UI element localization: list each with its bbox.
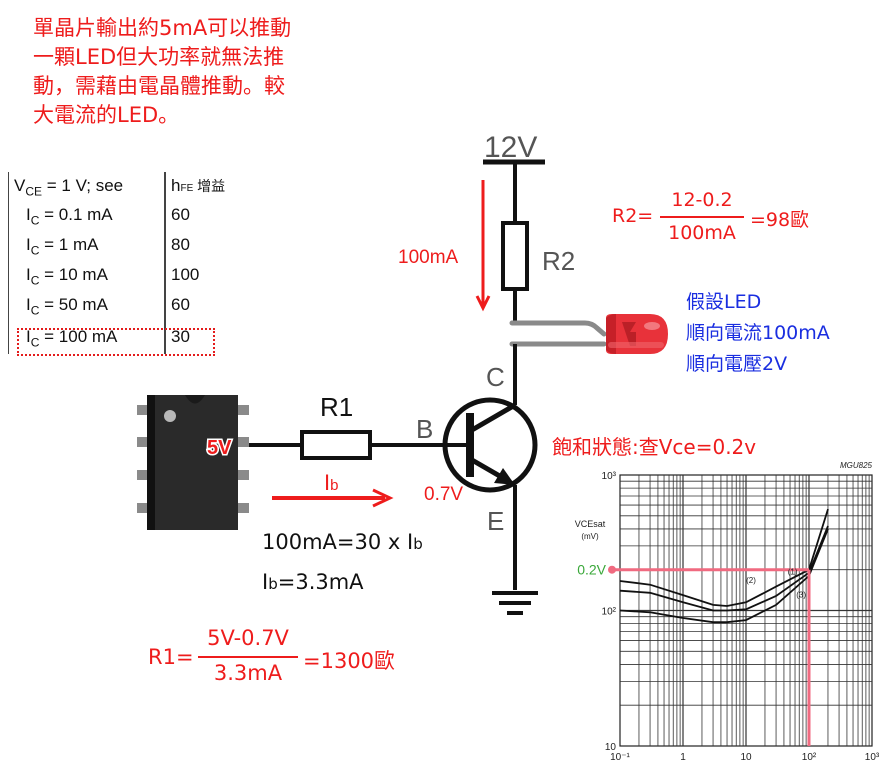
r1-denominator: 3.3mA: [213, 661, 283, 685]
led-icon: [606, 314, 668, 354]
mcu-output-label: 5V: [207, 437, 232, 459]
fraction-bar: [660, 216, 744, 218]
intro-text: 單晶片輸出約5mA可以推動 一顆LED但大功率就無法推 動，需藉由電晶體推動。較…: [33, 14, 343, 130]
header-gain: hFE 增益: [171, 176, 226, 195]
x-tick-label: 10: [740, 752, 752, 760]
chart-series: [619, 508, 829, 624]
chart-grid: [619, 474, 873, 747]
led-note-line: 順向電壓2V: [686, 353, 788, 375]
calc-line-1: 100mA=30 x Ib: [262, 530, 423, 554]
hfe-value: 60: [171, 205, 190, 224]
ground-icon: [492, 591, 538, 615]
series-line-1: [619, 508, 829, 607]
x-tick-label: 10⁻¹: [610, 752, 630, 760]
header-condition: VCE = 1 V; see: [14, 176, 124, 199]
highlight-box: [17, 328, 215, 356]
intro-line: 動，需藉由電晶體推動。較: [33, 74, 285, 98]
ic-value: 1 mA: [58, 235, 99, 254]
fraction-bar: [198, 656, 298, 658]
led-lead-anode: [509, 320, 607, 337]
mcu-chip-icon: [137, 395, 249, 530]
current-arrowhead: [475, 295, 491, 312]
calc-line-2: Ib=3.3mA: [262, 570, 364, 594]
r2-result: =98歐: [750, 209, 810, 231]
y-tick-label: 10²: [602, 607, 617, 618]
led-note-line: 順向電流100mA: [686, 322, 830, 344]
r1-formula-lhs: R1=: [148, 645, 194, 669]
current-label: 100mA: [398, 247, 459, 268]
ib-label: Ib: [324, 470, 338, 495]
y-tick-label: 10: [605, 742, 617, 753]
vbe-label: 0.7V: [424, 484, 463, 505]
ic-value: 10 mA: [58, 265, 108, 284]
table-border-left: [8, 172, 9, 354]
chart-title: MGU825: [840, 461, 873, 470]
y-axis-label: VCEsat: [575, 519, 606, 529]
series-line-3: [619, 528, 829, 624]
annotation-dot: [608, 565, 616, 574]
x-tick-label: 1: [680, 752, 686, 760]
supply-label: 12V: [484, 131, 537, 164]
y-axis-unit: (mV): [581, 532, 599, 541]
annotation-label: 0.2V: [577, 562, 606, 578]
intro-line: 單晶片輸出約5mA可以推動: [33, 16, 292, 40]
table-column-divider: [164, 172, 166, 354]
led-note: 假設LED 順向電流100mA 順向電壓2V: [686, 287, 830, 380]
series-label: (3): [796, 590, 806, 599]
chart-labels: (1)(2)(3)10⁻¹11010²10³1010²10³IC (mA)VCE…: [575, 461, 880, 760]
y-tick-label: 10³: [602, 471, 617, 482]
emitter-label: E: [487, 506, 504, 536]
chart-annotation: 0.2V: [577, 562, 811, 746]
saturation-note: 飽和狀態:查Vce=0.2v: [552, 435, 757, 459]
vcesat-chart: 0.2V (1)(2)(3)10⁻¹11010²10³1010²10³IC (m…: [575, 461, 880, 760]
ic-value: 100 mA: [58, 327, 118, 346]
intro-line: 大電流的LED。: [33, 103, 180, 127]
x-tick-label: 10²: [802, 752, 817, 760]
hfe-value: 80: [171, 235, 190, 254]
x-tick-label: 10³: [865, 752, 880, 760]
r1-label: R1: [320, 392, 353, 422]
hfe-value: 60: [171, 295, 190, 314]
hfe-value: 100: [171, 265, 200, 284]
hfe-value: 30: [171, 327, 190, 346]
ic-value: 0.1 mA: [58, 205, 113, 224]
base-label: B: [416, 414, 433, 444]
r1-resistor: [300, 430, 372, 460]
series-line-2: [619, 525, 829, 612]
r2-formula-lhs: R2=: [612, 205, 654, 227]
r2-label: R2: [542, 246, 575, 276]
r1-result: =1300歐: [303, 649, 396, 673]
collector-label: C: [486, 362, 505, 392]
series-label: (2): [746, 576, 756, 585]
r1-numerator: 5V-0.7V: [207, 626, 289, 650]
intro-line: 一顆LED但大功率就無法推: [33, 45, 285, 69]
r2-denominator: 100mA: [668, 222, 736, 244]
ic-value: 50 mA: [58, 295, 108, 314]
ib-arrowhead: [372, 488, 394, 508]
r2-numerator: 12-0.2: [671, 189, 733, 211]
led-note-line: 假設LED: [686, 291, 762, 313]
series-label: (1): [788, 567, 798, 576]
r2-resistor: [501, 221, 529, 291]
